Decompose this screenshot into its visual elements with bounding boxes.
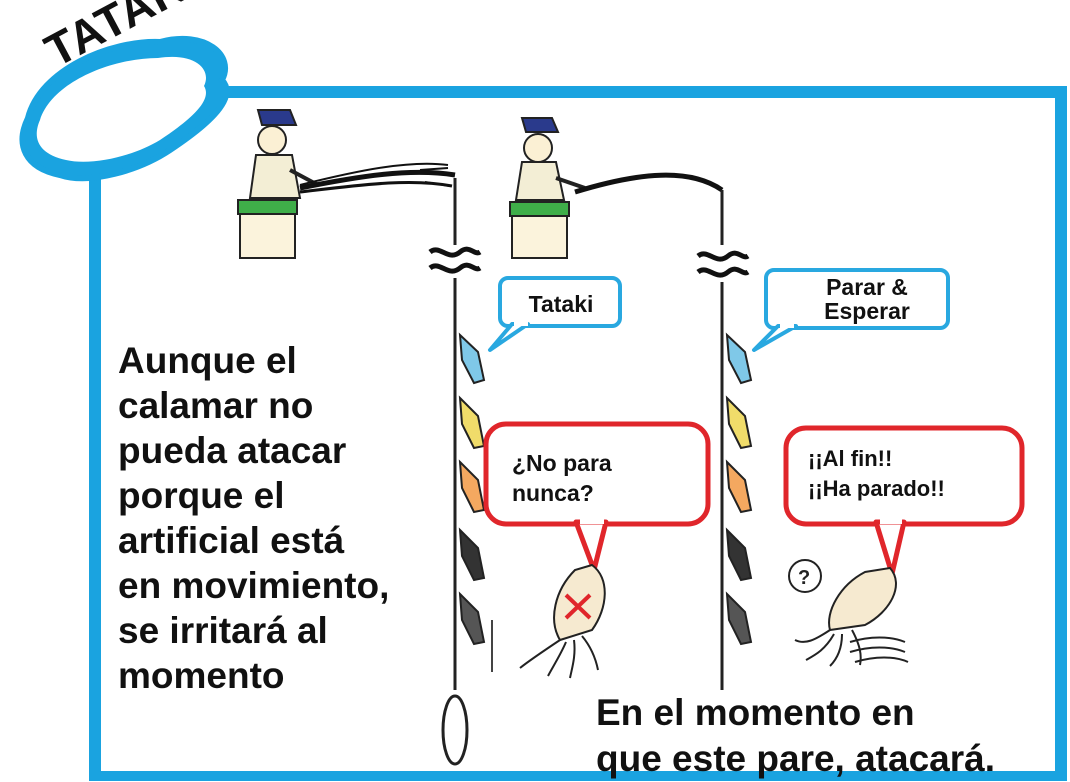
bubble-squid-right-line: ¡¡Al fin!! [808,446,893,471]
main-text-line: se irritará al [118,610,328,651]
squid-left-icon [519,563,606,679]
bubble-parar [752,268,950,352]
fishing-rod-left [299,162,456,194]
main-text-line: Aunque el [118,340,297,381]
bottom-caption-line: que este pare, atacará. [596,738,995,779]
tataki-badge-inner [36,56,207,162]
bubble-squid-right [783,425,1025,577]
squid-jig-icon [458,527,486,582]
fishing-line-right [696,190,750,690]
squid-right-icon: ? [788,559,909,667]
frame-border [89,86,1067,781]
squid-jig-icon [725,527,753,582]
sinker-left [441,694,469,766]
squid-jig-icon [458,395,486,450]
bubble-parar-line: Esperar [824,298,910,324]
squid-jig-icon [725,591,753,646]
squid-jig-icon [725,395,753,450]
cross-mark-icon [564,593,592,620]
main-text-line: artificial está [118,520,345,561]
main-text-line: momento [118,655,285,696]
bubble-squid-left-text: ¿No para nunca? [512,448,692,508]
main-text-line: en movimiento, [118,565,390,606]
squid-jig-icon [458,332,486,385]
squid-jig-icon [725,459,753,514]
squid-jig-icon [458,459,486,514]
fishing-line-left [428,178,482,766]
main-text-line: porque el [118,475,285,516]
squid-jig-icon [725,332,753,385]
main-explanation: Aunque el calamar no pueda atacar porque… [118,338,448,698]
bottom-caption-line: En el momento en [596,692,915,733]
bubble-tataki [488,276,622,352]
svg-text:?: ? [798,567,810,589]
squid-jigs-right [725,332,753,646]
bubble-squid-left-line: ¿No para [512,450,612,476]
bubble-tataki-text: Tataki [528,291,594,317]
main-text-line: pueda atacar [118,430,347,471]
bubble-squid-left-line: nunca? [512,480,594,506]
bubble-squid-left [483,421,711,573]
squid-jigs-left [458,332,493,672]
squid-jig-icon [458,591,486,646]
bubble-parar-text: Parar & Esperar [782,275,952,323]
fishing-rod-right [574,172,724,195]
fisherman-left [237,109,319,259]
main-text-line: calamar no [118,385,314,426]
bubble-squid-right-line: ¡¡Ha parado!! [808,476,945,501]
bubble-parar-line: Parar & [826,274,908,300]
bottom-caption: En el momento en que este pare, atacará. [596,690,995,782]
question-mark-icon [788,559,822,593]
bubble-squid-right-text: ¡¡Al fin!! ¡¡Ha parado!! [808,444,1028,504]
fisherman-right [509,117,586,259]
